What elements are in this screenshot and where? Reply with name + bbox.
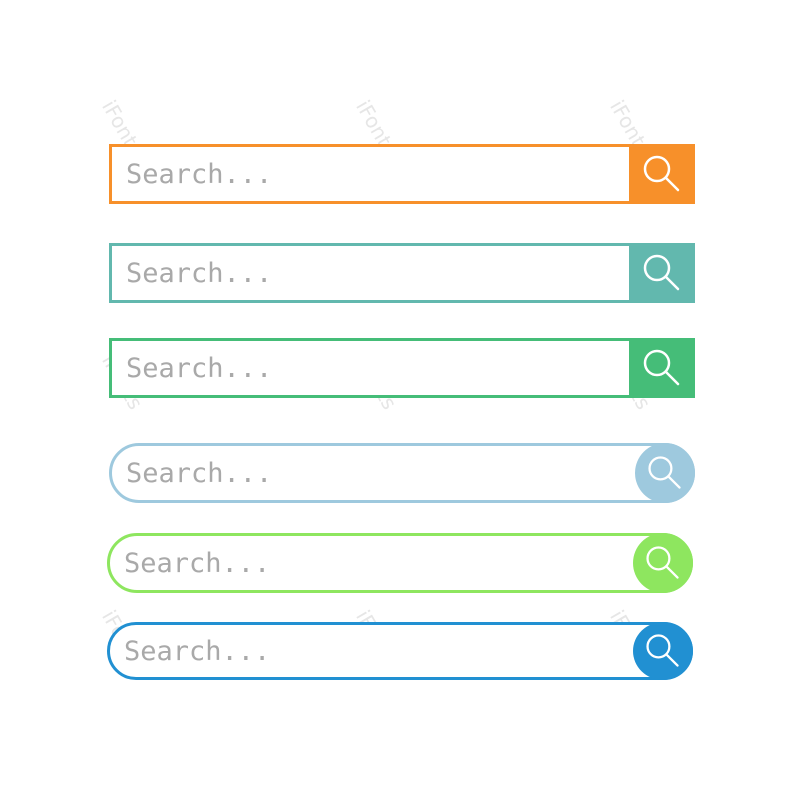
search-bar-orange [109,144,695,204]
search-button[interactable] [635,443,695,503]
search-button[interactable] [629,243,695,303]
search-bar-green [109,338,695,398]
search-button[interactable] [633,622,693,680]
search-icon [646,546,679,579]
search-input[interactable] [110,536,690,590]
search-button[interactable] [629,144,695,204]
search-icon [648,456,681,489]
search-bar-lime [107,533,693,593]
search-bar-teal [109,243,695,303]
search-bar-blue [107,622,693,680]
search-input[interactable] [110,625,690,677]
search-input[interactable] [112,147,692,201]
search-icon [643,349,680,386]
search-button[interactable] [633,533,693,593]
search-bar-light-blue [109,443,695,503]
search-icon [646,634,679,667]
search-button[interactable] [629,338,695,398]
search-icon [643,155,680,192]
search-input[interactable] [112,446,692,500]
search-input[interactable] [112,246,692,300]
search-input[interactable] [112,341,692,395]
search-icon [643,254,680,291]
